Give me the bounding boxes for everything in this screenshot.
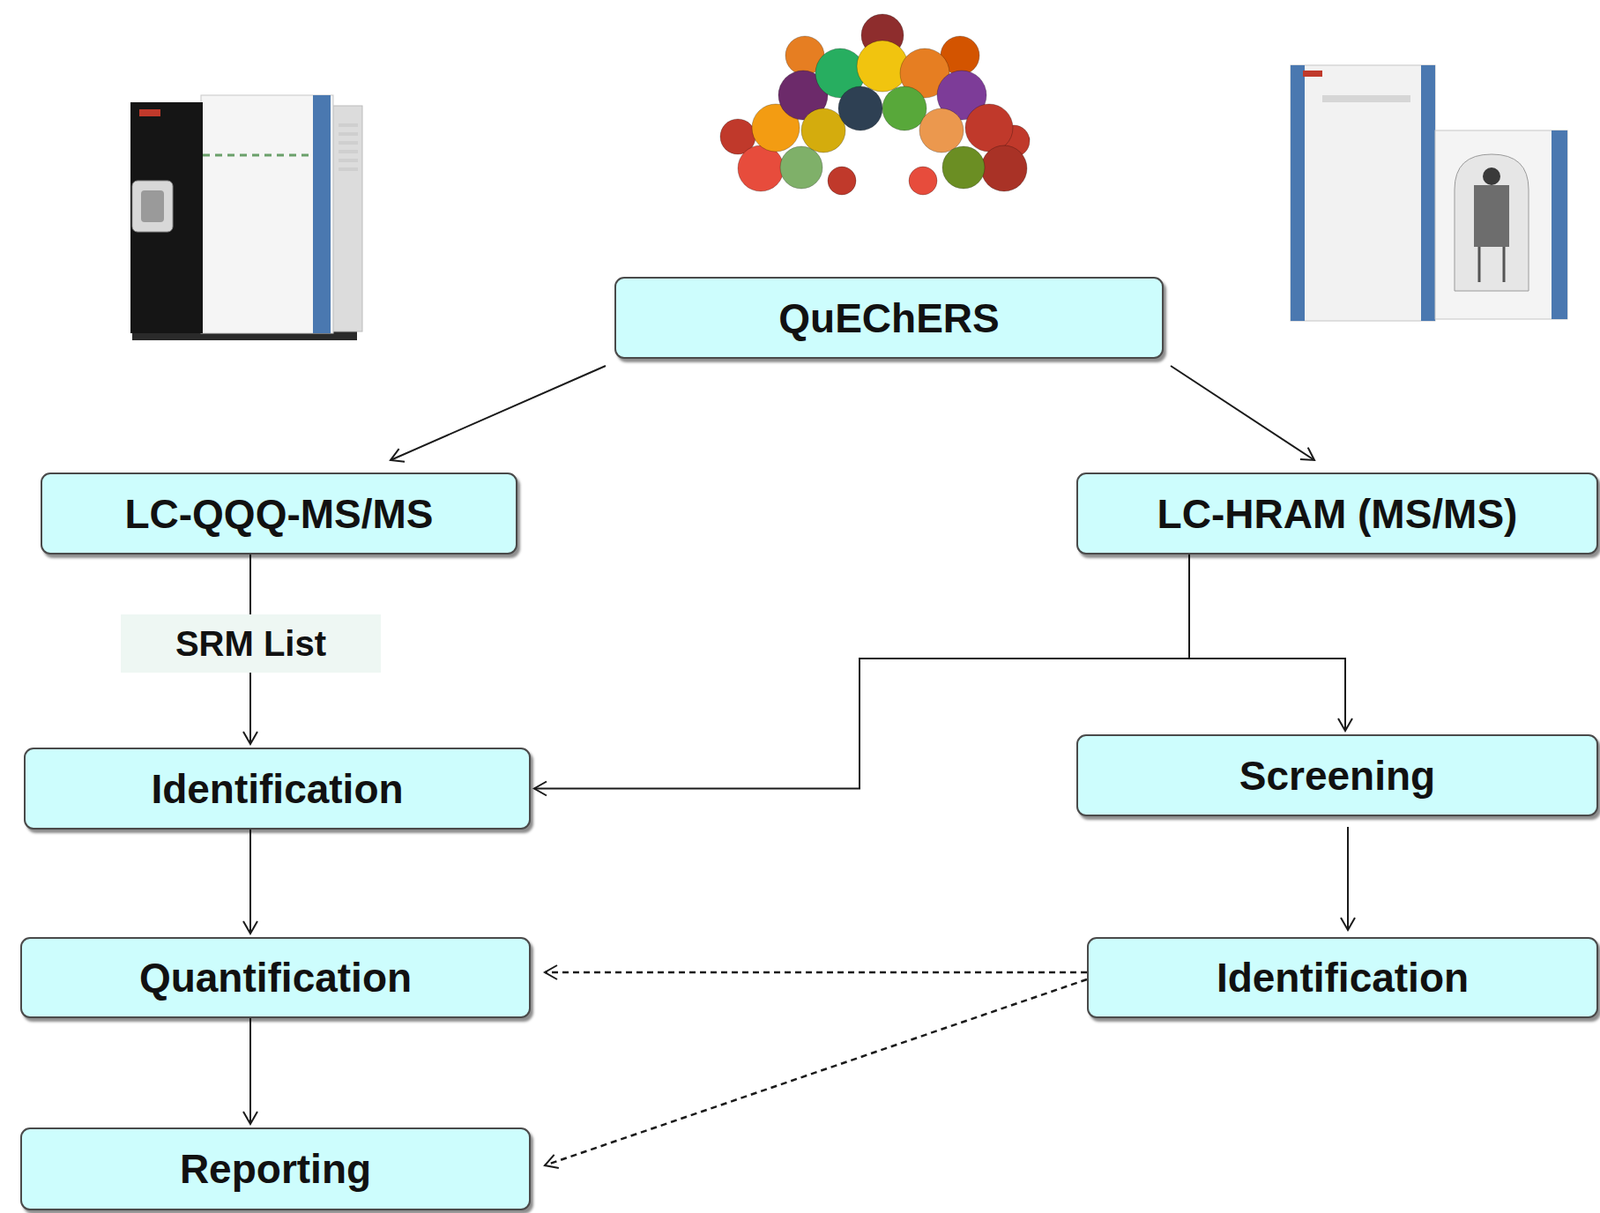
connector-line [1346, 826, 1349, 931]
fruit-arch [720, 14, 1030, 195]
arrowhead [544, 1154, 559, 1169]
flow-arrow [243, 829, 258, 934]
connector-line [249, 1018, 252, 1124]
arrowhead [534, 781, 547, 797]
box-label: LC-QQQ-MS/MS [124, 490, 433, 538]
orbitrap-instrument [1290, 65, 1568, 321]
flow-arrow [390, 365, 606, 462]
triple-quad-instrument [130, 95, 363, 341]
process-box: QuEChERS [614, 276, 1164, 359]
arrowhead [1300, 447, 1315, 461]
box-label: QuEChERS [778, 294, 999, 343]
arrowhead [243, 731, 258, 745]
arrowhead [1340, 917, 1355, 931]
process-box: Identification [23, 747, 531, 830]
box-label: Identification [1216, 953, 1469, 1002]
box-label: Quantification [139, 953, 412, 1002]
connector-line [249, 829, 252, 934]
connector-line [1170, 365, 1315, 461]
connector-line [544, 979, 1087, 1166]
flow-arrow [1340, 826, 1355, 931]
connector-line [544, 971, 1087, 975]
connector-line [1189, 554, 1346, 731]
box-label: Identification [150, 765, 403, 813]
process-box: LC-QQQ-MS/MS [40, 472, 518, 555]
dashed-arrow [544, 965, 1087, 980]
flow-arrow [1189, 554, 1353, 731]
process-box: Identification [1086, 937, 1599, 1019]
arrowhead [544, 965, 558, 980]
process-box: Reporting [20, 1127, 531, 1211]
process-box: LC-HRAM (MS/MS) [1076, 472, 1599, 555]
box-label: Reporting [179, 1145, 372, 1193]
box-label: LC-HRAM (MS/MS) [1157, 490, 1519, 538]
arrowhead [243, 1111, 258, 1124]
arrowhead [390, 448, 405, 462]
process-box: Quantification [20, 937, 531, 1019]
arrowhead [1338, 718, 1353, 731]
arrowhead [243, 921, 258, 934]
box-label: Screening [1239, 751, 1436, 800]
connector-line [390, 365, 606, 461]
dashed-arrow [544, 979, 1087, 1169]
edge-label: SRM List [120, 614, 381, 673]
process-box: Screening [1076, 734, 1599, 817]
flow-arrow [1170, 365, 1315, 461]
flow-arrow [243, 1018, 258, 1124]
